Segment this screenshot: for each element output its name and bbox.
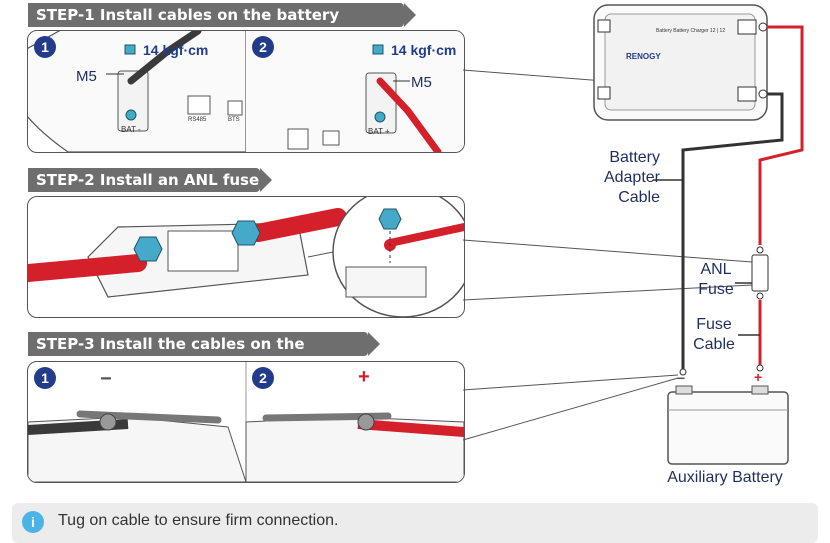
red-cable-right-fuse <box>249 208 347 242</box>
charger-body-right <box>246 31 464 152</box>
step1-illustration <box>28 31 464 152</box>
terminal-left <box>99 413 117 431</box>
step3-badge-1: 1 <box>34 367 56 389</box>
auxiliary-battery-label: Auxiliary Battery <box>667 469 783 486</box>
charger-terminal-top-left <box>597 19 611 33</box>
anl-fuse-diagram <box>751 254 769 292</box>
anl-fuse-label: ANL Fuse <box>698 261 734 298</box>
battery-adapter-cable-label: Battery Adapter Cable <box>603 149 660 206</box>
minus-sign-step3: − <box>100 368 112 390</box>
plus-sign-step3: + <box>358 366 370 388</box>
step2-title-bar: STEP-2 Install an ANL fuse <box>28 168 272 192</box>
step2-illustration <box>28 197 464 317</box>
fuse-nut-left <box>133 236 163 262</box>
step3-title-bar: STEP-3 Install the cables on the battery <box>28 332 380 377</box>
minus-sign-diagram: − <box>677 370 686 386</box>
terminal-label-1: BAT - <box>121 125 141 134</box>
screw-icon-right <box>372 44 384 55</box>
terminal-screw-left <box>125 109 137 121</box>
red-cable-left-fuse <box>28 254 147 282</box>
step1-panel: 1 2 14 kgf·cm 14 kgf·cm M5 M5 BAT - BAT … <box>27 30 465 153</box>
charger-terminal-bottom <box>737 86 757 102</box>
charger-unit <box>593 4 768 121</box>
info-icon: i <box>22 511 44 533</box>
terminal-block-left <box>117 70 149 132</box>
fuse-body <box>167 230 239 272</box>
step2-panel <box>27 196 465 318</box>
port-label-2: BTS <box>228 117 240 123</box>
black-cable-left <box>127 31 202 85</box>
charger-model: Battery Battery Charger 12 | 12 <box>656 28 726 34</box>
step3-panel: 1 2 − + <box>27 361 465 483</box>
screw-size-1: M5 <box>76 68 97 85</box>
tip-text: Tug on cable to ensure firm connection. <box>58 512 339 529</box>
rs-port-right <box>322 130 340 146</box>
charger-terminal-bottom-left <box>597 86 611 100</box>
red-cable-right <box>376 77 442 152</box>
zoom-nut <box>378 208 402 230</box>
wrench-left <box>76 410 222 424</box>
terminal-right <box>357 413 375 431</box>
terminal-screw-right <box>374 111 386 123</box>
bts-port-right <box>287 128 309 150</box>
step1-title-bar: STEP-1 Install cables on the battery cha… <box>28 3 416 48</box>
fuse-nut-right <box>231 220 261 246</box>
step1-badge-1: 1 <box>34 36 56 58</box>
plus-sign-diagram: + <box>754 369 763 385</box>
zoom-red-lug <box>386 223 464 247</box>
red-cable-battery <box>357 419 464 437</box>
charger-terminal-top <box>737 19 757 35</box>
fuse-cable-label: Fuse Cable <box>693 316 735 353</box>
step3-illustration <box>28 362 464 482</box>
screw-size-2: M5 <box>411 74 432 91</box>
red-main-cable <box>758 25 804 245</box>
torque-label-1: 14 kgf·cm <box>143 42 209 58</box>
step1-badge-2: 2 <box>252 36 274 58</box>
terminal-label-2: BAT + <box>368 127 390 136</box>
charger-brand: RENOGY <box>626 52 661 61</box>
step3-badge-2: 2 <box>252 367 274 389</box>
rs485-port <box>187 95 211 115</box>
bts-port-left <box>227 100 243 116</box>
screw-icon-left <box>124 44 136 55</box>
zoom-stud-base <box>345 266 427 298</box>
port-label-1: RS485 <box>188 117 207 123</box>
tip-bar: i Tug on cable to ensure firm connection… <box>12 503 818 543</box>
torque-label-2: 14 kgf·cm <box>391 42 457 58</box>
auxiliary-battery <box>667 391 789 465</box>
